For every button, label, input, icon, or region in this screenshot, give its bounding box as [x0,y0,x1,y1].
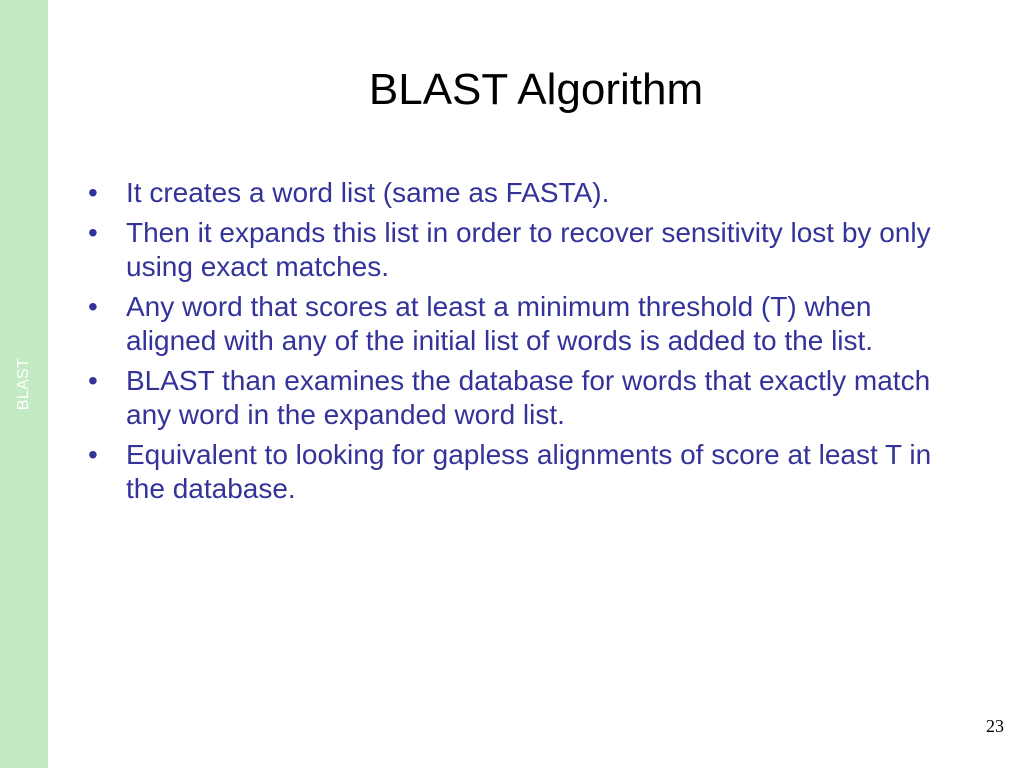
sidebar-band: BLAST [0,0,48,768]
bullet-text: BLAST than examines the database for wor… [126,365,931,430]
bullet-dot-icon: • [88,365,98,396]
bullet-text: Equivalent to looking for gapless alignm… [126,439,932,504]
bullet-item: • It creates a word list (same as FASTA)… [88,176,948,210]
slide-title: BLAST Algorithm [368,65,704,114]
bullet-list: • It creates a word list (same as FASTA)… [88,176,948,512]
slide-number: 23 [986,716,1004,736]
bullet-item: • Equivalent to looking for gapless alig… [88,438,948,506]
bullet-text: Any word that scores at least a minimum … [126,291,874,356]
sidebar-label: BLAST [15,357,32,411]
bullet-item: • Any word that scores at least a minimu… [88,290,948,358]
bullet-dot-icon: • [88,177,98,208]
bullet-dot-icon: • [88,291,98,322]
bullet-dot-icon: • [88,217,98,248]
bullet-text: It creates a word list (same as FASTA). [126,177,610,208]
bullet-item: • BLAST than examines the database for w… [88,364,948,432]
bullet-dot-icon: • [88,439,98,470]
bullet-item: • Then it expands this list in order to … [88,216,948,284]
bullet-text: Then it expands this list in order to re… [126,217,931,282]
